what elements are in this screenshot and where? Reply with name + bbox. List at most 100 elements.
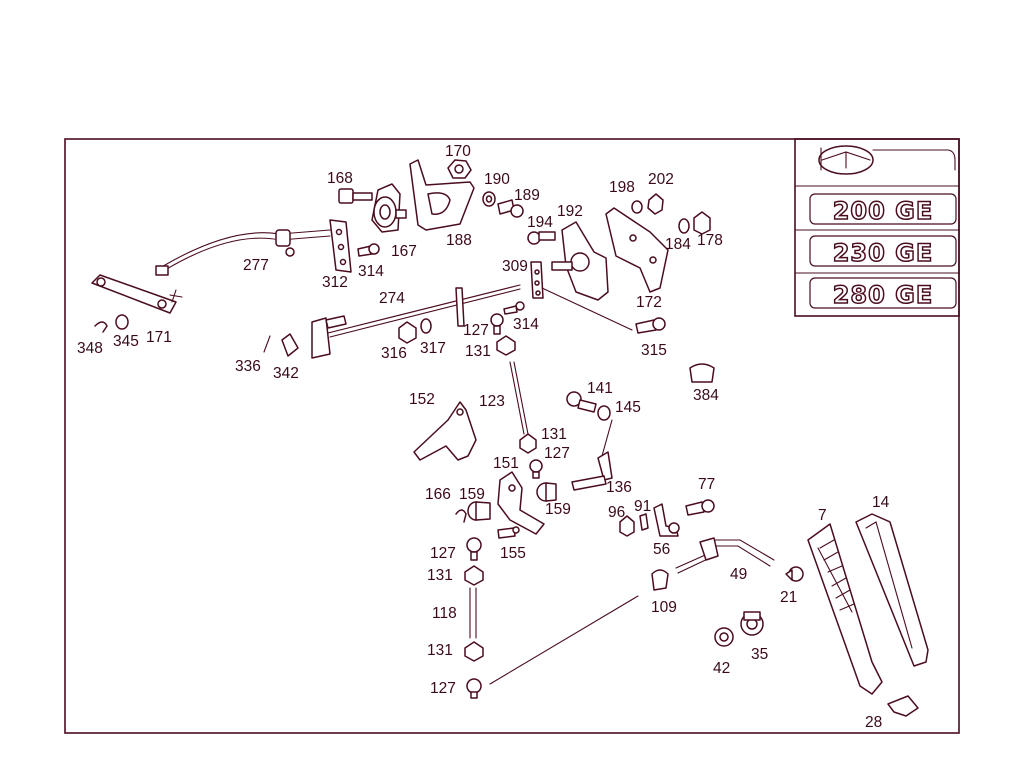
part-167-mount — [371, 183, 407, 233]
part-168-bolt — [338, 188, 373, 204]
callout-label: 127 — [430, 680, 456, 697]
part-141-bolt — [566, 391, 597, 413]
model-badge-panel: 200 GE 230 GE 280 GE — [794, 138, 960, 317]
callout-label: 348 — [77, 340, 103, 357]
part-314-screw — [357, 243, 380, 257]
callout-label: 342 — [273, 365, 299, 382]
svg-text:280 GE: 280 GE — [833, 281, 934, 309]
part-336-pin — [263, 335, 271, 353]
callout-label: 151 — [493, 455, 519, 472]
part-145-washer — [597, 405, 611, 421]
callout-label: 336 — [235, 358, 261, 375]
part-312-plate — [329, 219, 352, 273]
part-123-rod — [509, 361, 529, 435]
callout-label: 172 — [636, 294, 662, 311]
part-316-nut — [398, 321, 417, 344]
callout-label: 316 — [381, 345, 407, 362]
part-198-washer — [631, 200, 643, 214]
callout-label: 109 — [651, 599, 677, 616]
callout-label: 136 — [606, 479, 632, 496]
part-317-washer — [420, 318, 432, 334]
callout-label: 317 — [420, 340, 446, 357]
part-151-bracket — [497, 471, 545, 535]
callout-label: 14 — [872, 494, 890, 511]
part-127-ball-stud-bottom — [466, 678, 482, 699]
callout-label: 42 — [713, 660, 730, 677]
part-192-engine-mount — [551, 221, 609, 301]
callout-label: 167 — [391, 243, 417, 260]
callout-label: 194 — [527, 214, 553, 231]
callout-labels: 170 168 190 189 198 202 194 192 184 178 … — [77, 143, 890, 731]
callout-label: 123 — [479, 393, 505, 410]
callout-label: 155 — [500, 545, 526, 562]
mercedes-star-emblem-icon — [818, 145, 956, 175]
part-159-bushing-right — [536, 482, 557, 502]
callout-label: 314 — [358, 263, 384, 280]
callout-label: 56 — [653, 541, 670, 558]
callout-label: 127 — [463, 322, 489, 339]
callout-label: 77 — [698, 476, 715, 493]
callout-label: 7 — [818, 507, 827, 524]
callout-label: 28 — [865, 714, 882, 731]
part-315-screw — [635, 317, 666, 334]
part-184-washer — [678, 218, 690, 234]
part-91-spring-washer — [639, 513, 649, 531]
callout-label: 184 — [665, 236, 691, 253]
callout-label: 178 — [697, 232, 723, 249]
svg-text:230 GE: 230 GE — [833, 239, 934, 267]
part-274-rod — [311, 284, 521, 359]
part-342-clip — [281, 333, 299, 357]
callout-label: 166 — [425, 486, 451, 503]
callout-label: 345 — [113, 333, 139, 350]
callout-label: 159 — [459, 486, 485, 503]
badge-230ge: 230 GE — [809, 235, 957, 268]
callout-label: 145 — [615, 399, 641, 416]
diagram-frame — [64, 138, 960, 734]
part-109-boot — [651, 569, 669, 591]
callout-label: 35 — [751, 646, 768, 663]
callout-label: 192 — [557, 203, 583, 220]
callout-label: 168 — [327, 170, 353, 187]
callout-label: 96 — [608, 504, 625, 521]
callout-label: 188 — [446, 232, 472, 249]
callout-label: 315 — [641, 342, 667, 359]
callout-label: 131 — [427, 567, 453, 584]
part-131-nut-top — [496, 335, 516, 356]
callout-label: 91 — [634, 498, 651, 515]
callout-label: 141 — [587, 380, 613, 397]
part-189-bolt — [497, 199, 524, 218]
callout-label: 314 — [513, 316, 539, 333]
callout-label: 159 — [545, 501, 571, 518]
part-77-screw — [685, 499, 715, 516]
part-49-pedal-shaft — [675, 537, 775, 574]
callout-label: 277 — [243, 257, 269, 274]
part-172-bracket — [605, 207, 669, 293]
part-118-rod — [469, 587, 477, 639]
part-166-clip — [455, 509, 467, 523]
badge-200ge: 200 GE — [809, 193, 957, 226]
part-131-nut-bottom — [464, 641, 484, 662]
part-96-nut — [619, 515, 635, 537]
callout-label: 170 — [445, 143, 471, 160]
leader-309-315 — [541, 287, 633, 331]
part-127-ball-stud-lower — [466, 537, 482, 561]
part-314-screw-mid — [503, 301, 525, 315]
callout-label: 171 — [146, 329, 172, 346]
part-202-nut — [647, 193, 664, 215]
part-159-bushing-left — [467, 501, 491, 521]
callout-label: 309 — [502, 258, 528, 275]
part-190-washer — [482, 191, 496, 207]
callout-label: 152 — [409, 391, 435, 408]
part-178-nut — [693, 211, 711, 235]
callout-label: 21 — [780, 589, 797, 606]
part-35-bushing — [740, 611, 764, 636]
callout-label: 384 — [693, 387, 719, 404]
leader-127-109 — [489, 595, 639, 685]
part-131-nut-mid — [519, 433, 537, 454]
callout-label: 198 — [609, 179, 635, 196]
part-188-bracket — [409, 159, 475, 231]
part-131-nut-lower — [464, 565, 484, 586]
part-345-washer — [115, 314, 129, 330]
callout-label: 131 — [541, 426, 567, 443]
part-277-rod — [155, 229, 331, 276]
